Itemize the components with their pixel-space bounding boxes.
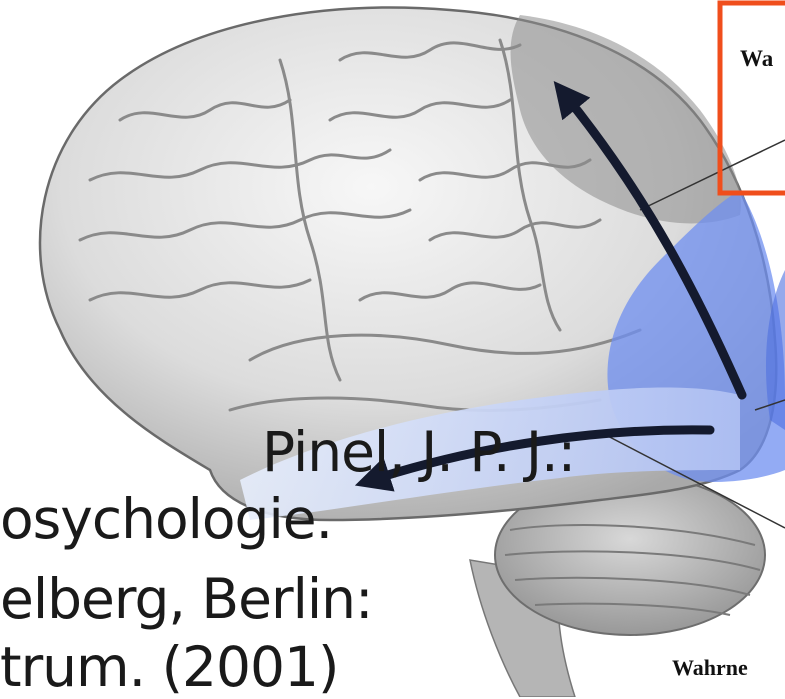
label-box (720, 3, 785, 193)
box-label-text: Wa (740, 46, 773, 72)
citation-line-1: Pinel, J. P. J.: (262, 425, 575, 480)
citation-line-3: elberg, Berlin: (0, 572, 373, 627)
citation-line-2: osychologie. (0, 492, 332, 547)
bottom-label-text: Wahrne (672, 655, 748, 681)
citation-line-4: trum. (2001) (0, 640, 338, 695)
